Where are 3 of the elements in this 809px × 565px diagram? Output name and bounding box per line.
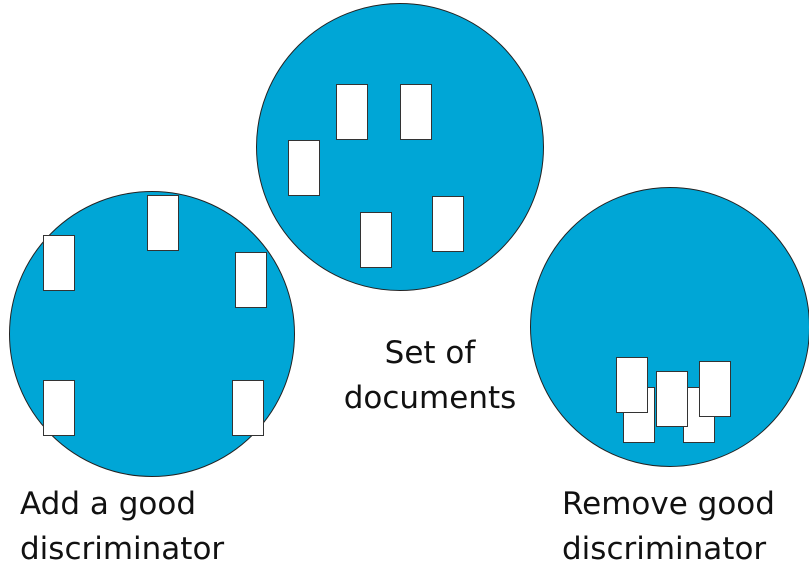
label: Add a good discriminator	[20, 485, 226, 565]
label: Set of documents	[342, 334, 518, 418]
label: Remove good discriminator	[562, 485, 776, 565]
